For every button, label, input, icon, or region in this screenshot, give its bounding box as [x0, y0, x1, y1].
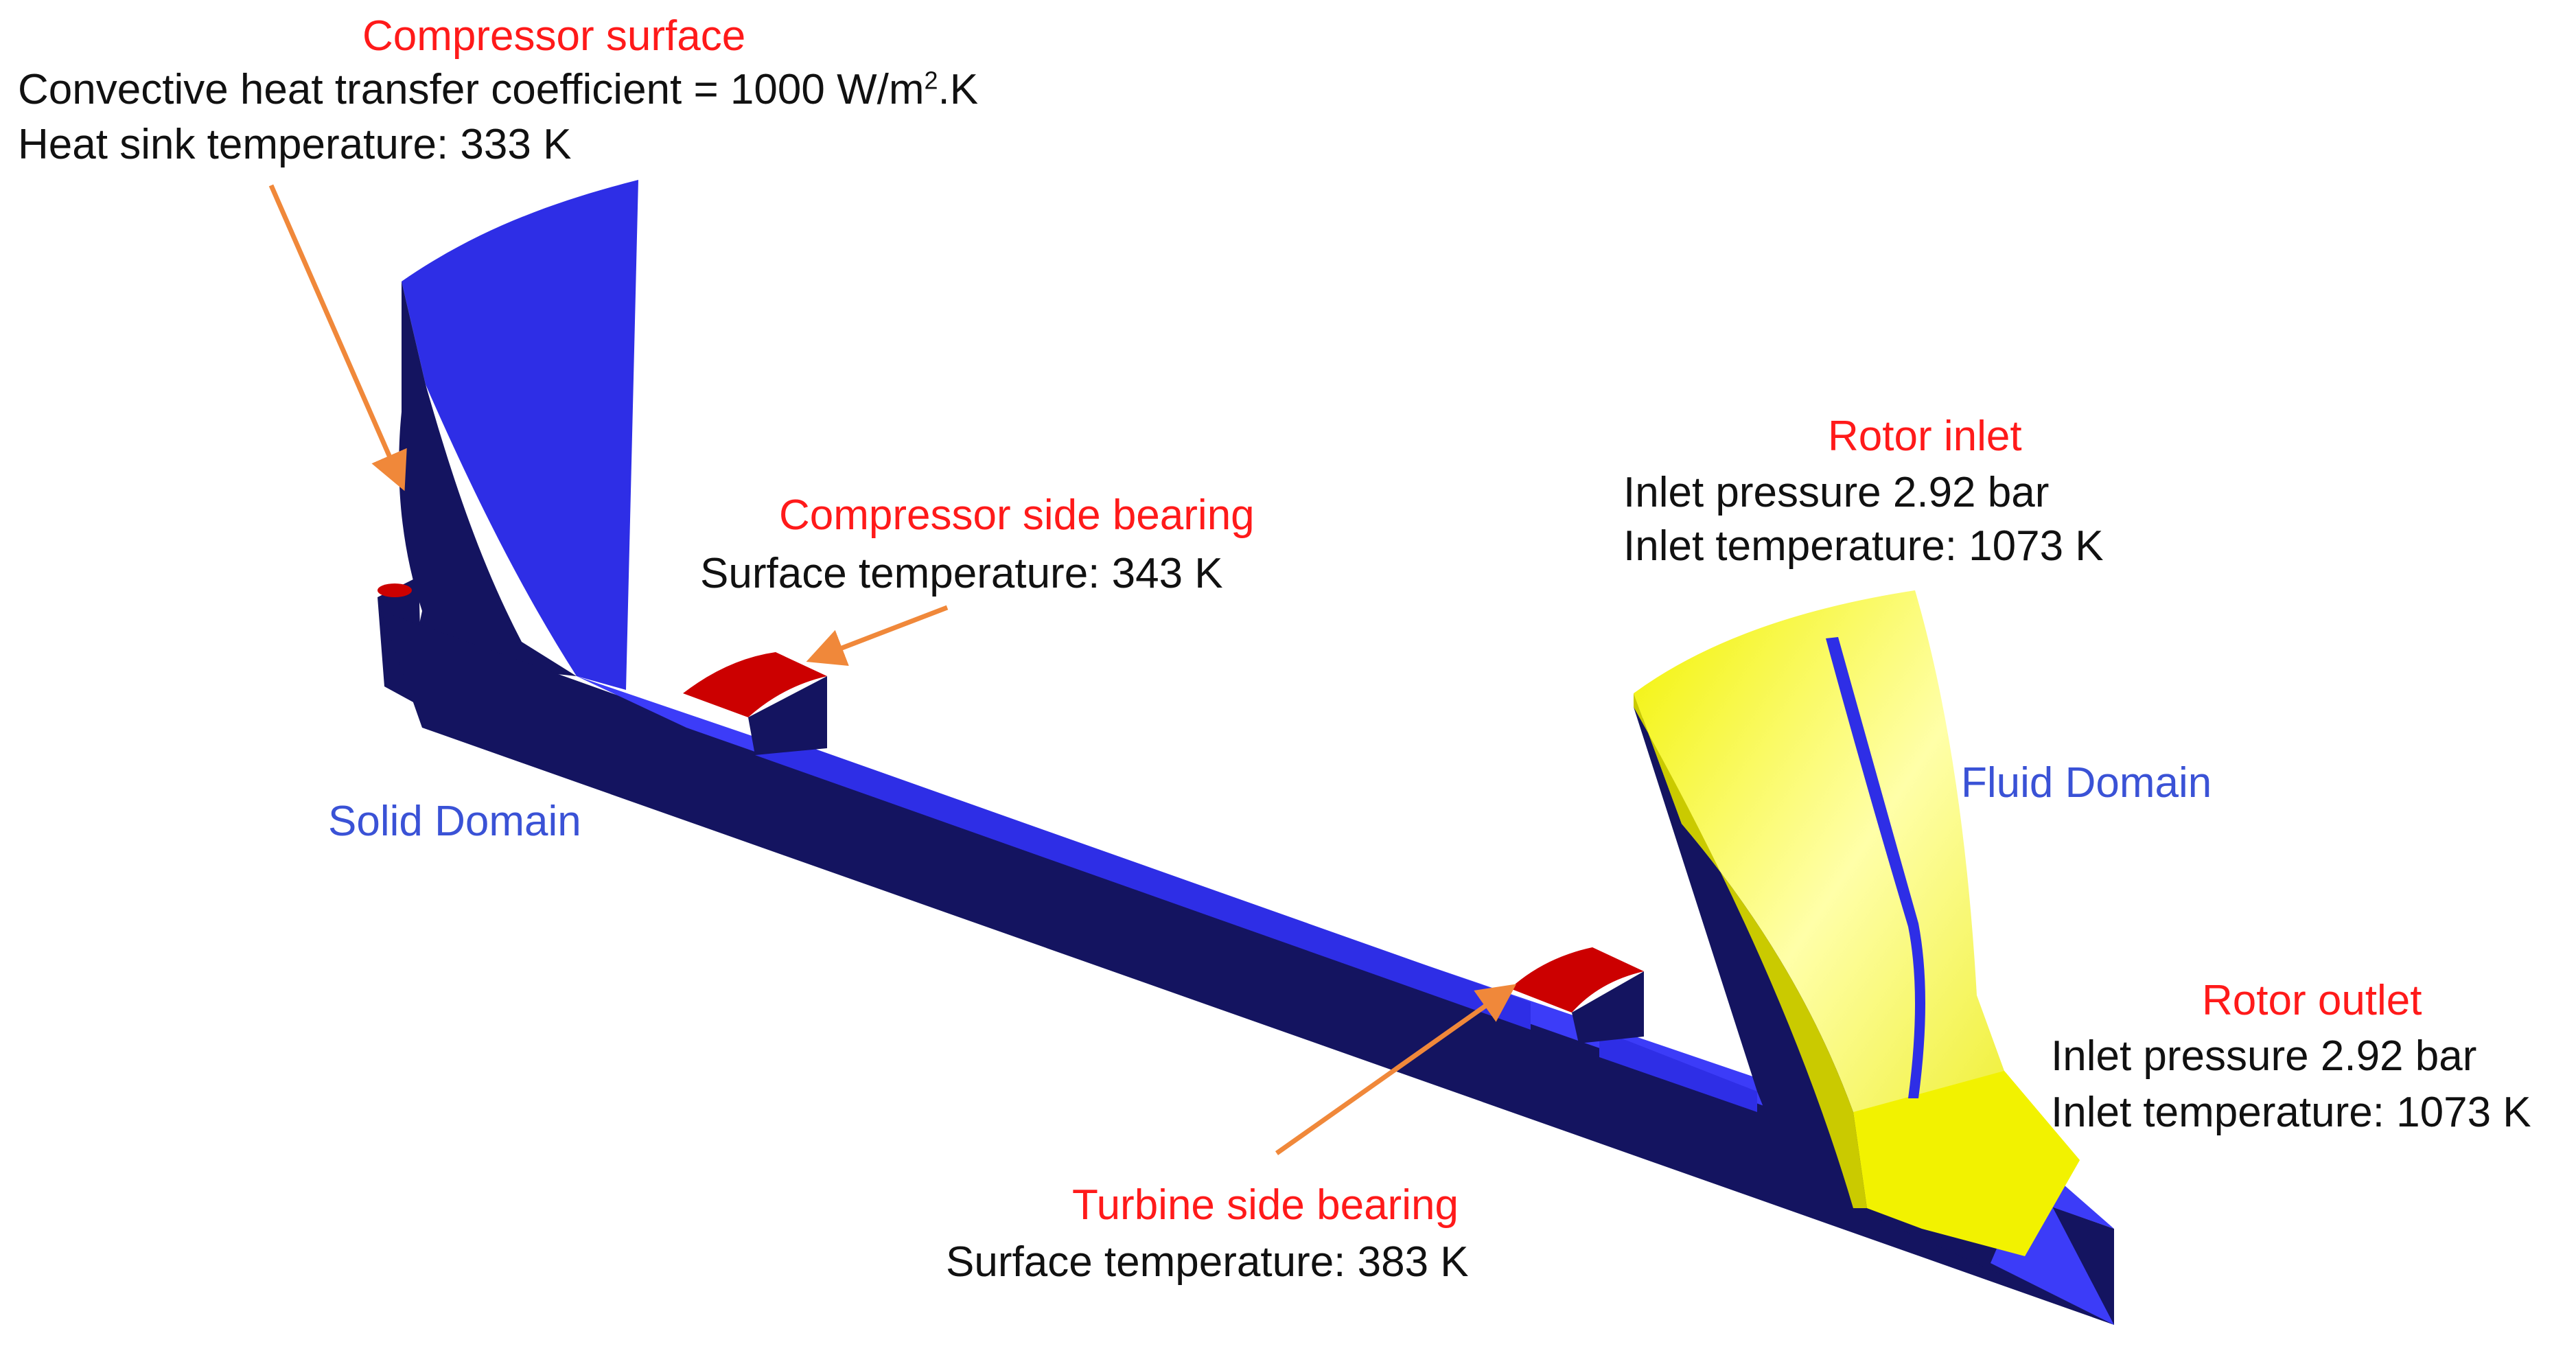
compressor-surface-title: Compressor surface [362, 12, 746, 60]
compressor-bearing-title: Compressor side bearing [779, 492, 1255, 539]
turbine-bearing-shape [1510, 947, 1644, 1013]
rotor-outlet-pressure: Inlet pressure 2.92 bar [2051, 1032, 2477, 1080]
compressor-disc-face [402, 180, 638, 690]
fluid-domain-label: Fluid Domain [1961, 759, 2212, 807]
turbine-bearing-title: Turbine side bearing [1072, 1181, 1459, 1229]
turbine-bearing-arrow [1275, 984, 1517, 1155]
compressor-bearing-temp: Surface temperature: 343 K [700, 550, 1223, 597]
shaft-front-face [381, 611, 2114, 1325]
rotor-inlet-pressure: Inlet pressure 2.92 bar [1623, 469, 2050, 516]
turbine-bearing-temp: Surface temperature: 383 K [946, 1238, 1469, 1286]
shaft-step-face [755, 728, 1531, 1030]
compressor-disc-side [399, 281, 577, 676]
compressor-bearing-support [748, 676, 827, 755]
solid-domain-label: Solid Domain [328, 798, 581, 845]
rotor-inlet-title: Rotor inlet [1828, 413, 2022, 460]
shaft-flange [1599, 1030, 1757, 1112]
blade-slot [1826, 637, 1925, 1098]
compressor-bearing-arrow [806, 605, 949, 667]
htc-exponent: 2 [924, 66, 938, 95]
htc-unit-suffix: .K [938, 66, 979, 113]
fluid-domain-side [1634, 693, 1867, 1208]
compressor-hub-red-edge [378, 583, 412, 597]
rotor-outlet-title: Rotor outlet [2202, 977, 2422, 1024]
compressor-surface-htc: Convective heat transfer coefficient = 1… [18, 66, 979, 113]
compressor-surface-sink-temp: Heat sink temperature: 333 K [18, 121, 572, 168]
fluid-outlet [1853, 1071, 2080, 1256]
rotor-inlet-temp: Inlet temperature: 1073 K [1623, 522, 2104, 570]
htc-text: Convective heat transfer coefficient = 1… [18, 66, 925, 113]
compressor-bearing-shape [683, 652, 827, 717]
compressor-surface-arrow [268, 184, 407, 492]
turbine-bearing-support [1572, 971, 1644, 1043]
rotor-outlet-temp: Inlet temperature: 1073 K [2051, 1089, 2531, 1136]
